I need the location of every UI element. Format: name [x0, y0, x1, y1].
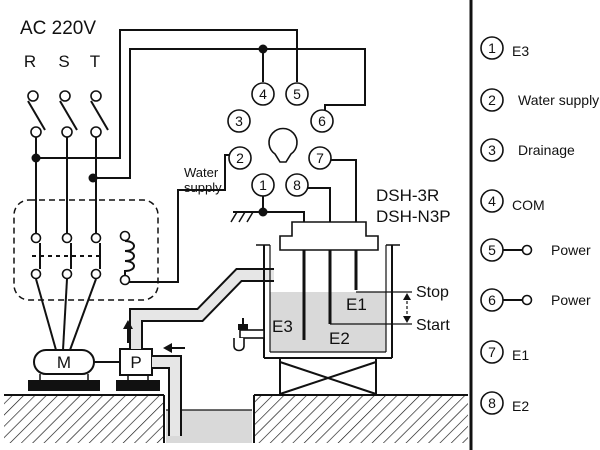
flow-arrows [123, 320, 185, 353]
supply-terminals [27, 90, 102, 102]
legend-text-5: Power [551, 242, 591, 258]
magnetic-contactor-box [13, 199, 159, 301]
svg-text:1: 1 [259, 177, 267, 193]
svg-text:2: 2 [488, 92, 496, 108]
socket-pin-3: 3 [227, 109, 251, 133]
legend-item-8: 8 E2 [480, 391, 529, 415]
svg-text:1: 1 [488, 40, 496, 56]
pump-label: P [130, 353, 141, 372]
svg-text:7: 7 [316, 150, 324, 166]
legend-text-2: Water supply [518, 92, 599, 108]
supply-voltage-label: AC 220V [20, 18, 96, 39]
suction-pipe [152, 355, 182, 436]
water-supply-wire-label-1: Water [184, 165, 219, 180]
motor: M [33, 349, 95, 375]
drain-faucet [233, 318, 265, 352]
tank-stand [279, 358, 377, 396]
contactor-contacts [30, 232, 104, 280]
svg-text:6: 6 [488, 292, 496, 308]
svg-text:6: 6 [318, 113, 326, 129]
level-stop-label: Stop [416, 284, 449, 301]
legend-item-4: 4 COM [480, 189, 545, 213]
phase-label-t: T [90, 52, 100, 71]
socket-pin-1: 1 [251, 173, 275, 197]
svg-text:3: 3 [488, 142, 496, 158]
equipment-bases [28, 380, 160, 391]
svg-text:4: 4 [259, 86, 267, 102]
control-wires [36, 29, 366, 283]
socket-pin-8: 8 [285, 173, 309, 197]
svg-text:3: 3 [235, 113, 243, 129]
pump: P [119, 348, 153, 376]
legend-text-3: Drainage [518, 142, 575, 158]
socket-pin-4: 4 [251, 82, 275, 106]
discharge-pipe [129, 268, 274, 349]
legend-text-6: Power [551, 292, 591, 308]
electrode-holder [279, 221, 379, 251]
level-start-label: Start [416, 317, 450, 334]
legend-text-8: E2 [512, 398, 529, 414]
legend-item-5: 5 Power [480, 238, 591, 262]
svg-text:2: 2 [236, 150, 244, 166]
legend-text-4: COM [512, 197, 545, 213]
electrode-wires [262, 159, 357, 222]
legend: 1 E3 2 Water supply 3 Drainage 4 COM 5 P… [480, 36, 599, 415]
breaker-terminals [30, 126, 102, 138]
contactor-coil [119, 230, 135, 286]
svg-text:5: 5 [293, 86, 301, 102]
motor-label: M [57, 353, 71, 372]
phase-wires [35, 137, 97, 236]
breaker-switches [27, 100, 109, 131]
electrode-label-e1: E1 [346, 295, 367, 314]
water-tank [256, 244, 400, 359]
electrode-label-e3: E3 [272, 317, 293, 336]
svg-text:4: 4 [488, 193, 496, 209]
motor-leads [35, 278, 97, 351]
legend-item-6: 6 Power [480, 288, 591, 312]
legend-text-7: E1 [512, 347, 529, 363]
electrode-label-e2: E2 [329, 329, 350, 348]
legend-item-2: 2 Water supply [480, 88, 599, 112]
svg-text:5: 5 [488, 242, 496, 258]
level-marks [330, 291, 412, 325]
socket-key-icon [268, 127, 298, 163]
svg-text:8: 8 [293, 177, 301, 193]
model-label-1: DSH-3R [376, 186, 439, 205]
socket-pin-5: 5 [285, 82, 309, 106]
phase-label-r: R [24, 52, 36, 71]
svg-text:7: 7 [488, 344, 496, 360]
junction-dots [31, 44, 268, 217]
earth-ground-symbol [230, 211, 263, 223]
socket-pin-2: 2 [228, 146, 252, 170]
legend-item-7: 7 E1 [480, 340, 529, 364]
legend-item-1: 1 E3 [480, 36, 529, 60]
socket-pin-7: 7 [308, 146, 332, 170]
water-supply-wire-label-2: supply [184, 180, 222, 195]
phase-label-s: S [58, 52, 69, 71]
ground-hatch [4, 394, 468, 443]
legend-text-1: E3 [512, 43, 529, 59]
socket-pin-6: 6 [310, 109, 334, 133]
legend-item-3: 3 Drainage [480, 138, 575, 162]
svg-text:8: 8 [488, 395, 496, 411]
model-label-2: DSH-N3P [376, 207, 451, 226]
